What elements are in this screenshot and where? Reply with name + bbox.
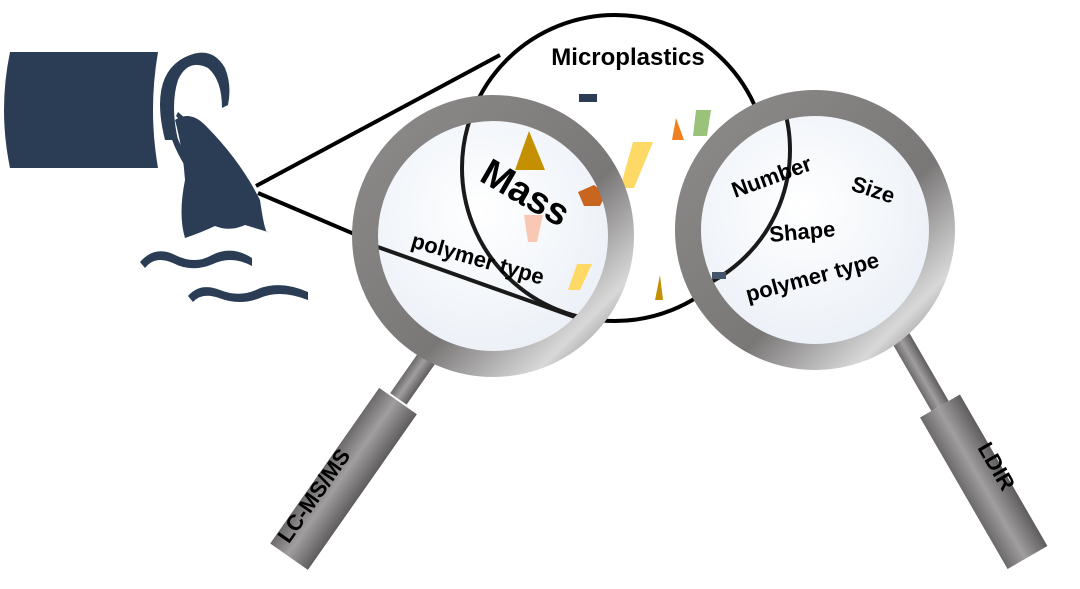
particle-bar [620, 142, 653, 188]
particle-bar [693, 110, 711, 136]
ldir-magnifier: LDIR Number Size Shape polymer type [675, 90, 1048, 570]
particle-triangle [672, 118, 684, 140]
lens-ring [352, 95, 634, 377]
water-wave-2 [188, 285, 308, 302]
microplastics-label: Microplastics [551, 44, 704, 71]
particle-dash [579, 94, 597, 102]
particle-triangle [655, 275, 663, 300]
zoom-connector-upper [255, 53, 501, 188]
handle-grip [270, 387, 417, 570]
handle-grip [920, 394, 1048, 570]
particle-triangle [515, 131, 545, 170]
lens-glass [371, 114, 615, 358]
water-stream [175, 116, 268, 238]
pipe-mouth-arc [160, 52, 230, 140]
magnified-circle-arc [460, 114, 615, 323]
metric-shape: Shape [768, 216, 836, 247]
particle-bar [568, 264, 592, 290]
lens-glass [695, 110, 935, 350]
handle-shaft [891, 331, 949, 411]
lc-ms-ms-magnifier: LC-MS/MS Mass polymer type [270, 95, 634, 570]
particle-dash [712, 272, 726, 279]
pipe-body [4, 52, 158, 168]
magnified-circle-arc [695, 110, 792, 302]
wastewater-pipe-outfall-icon [4, 52, 308, 302]
particle-trapezoid [524, 215, 543, 242]
water-stream-strand-2 [176, 112, 215, 162]
lens-ring [675, 90, 955, 370]
microplastic-particles [579, 94, 711, 300]
magnifier-handle [891, 331, 1048, 570]
water-wave-1 [140, 250, 252, 269]
water-stream-strand-1 [168, 122, 200, 182]
